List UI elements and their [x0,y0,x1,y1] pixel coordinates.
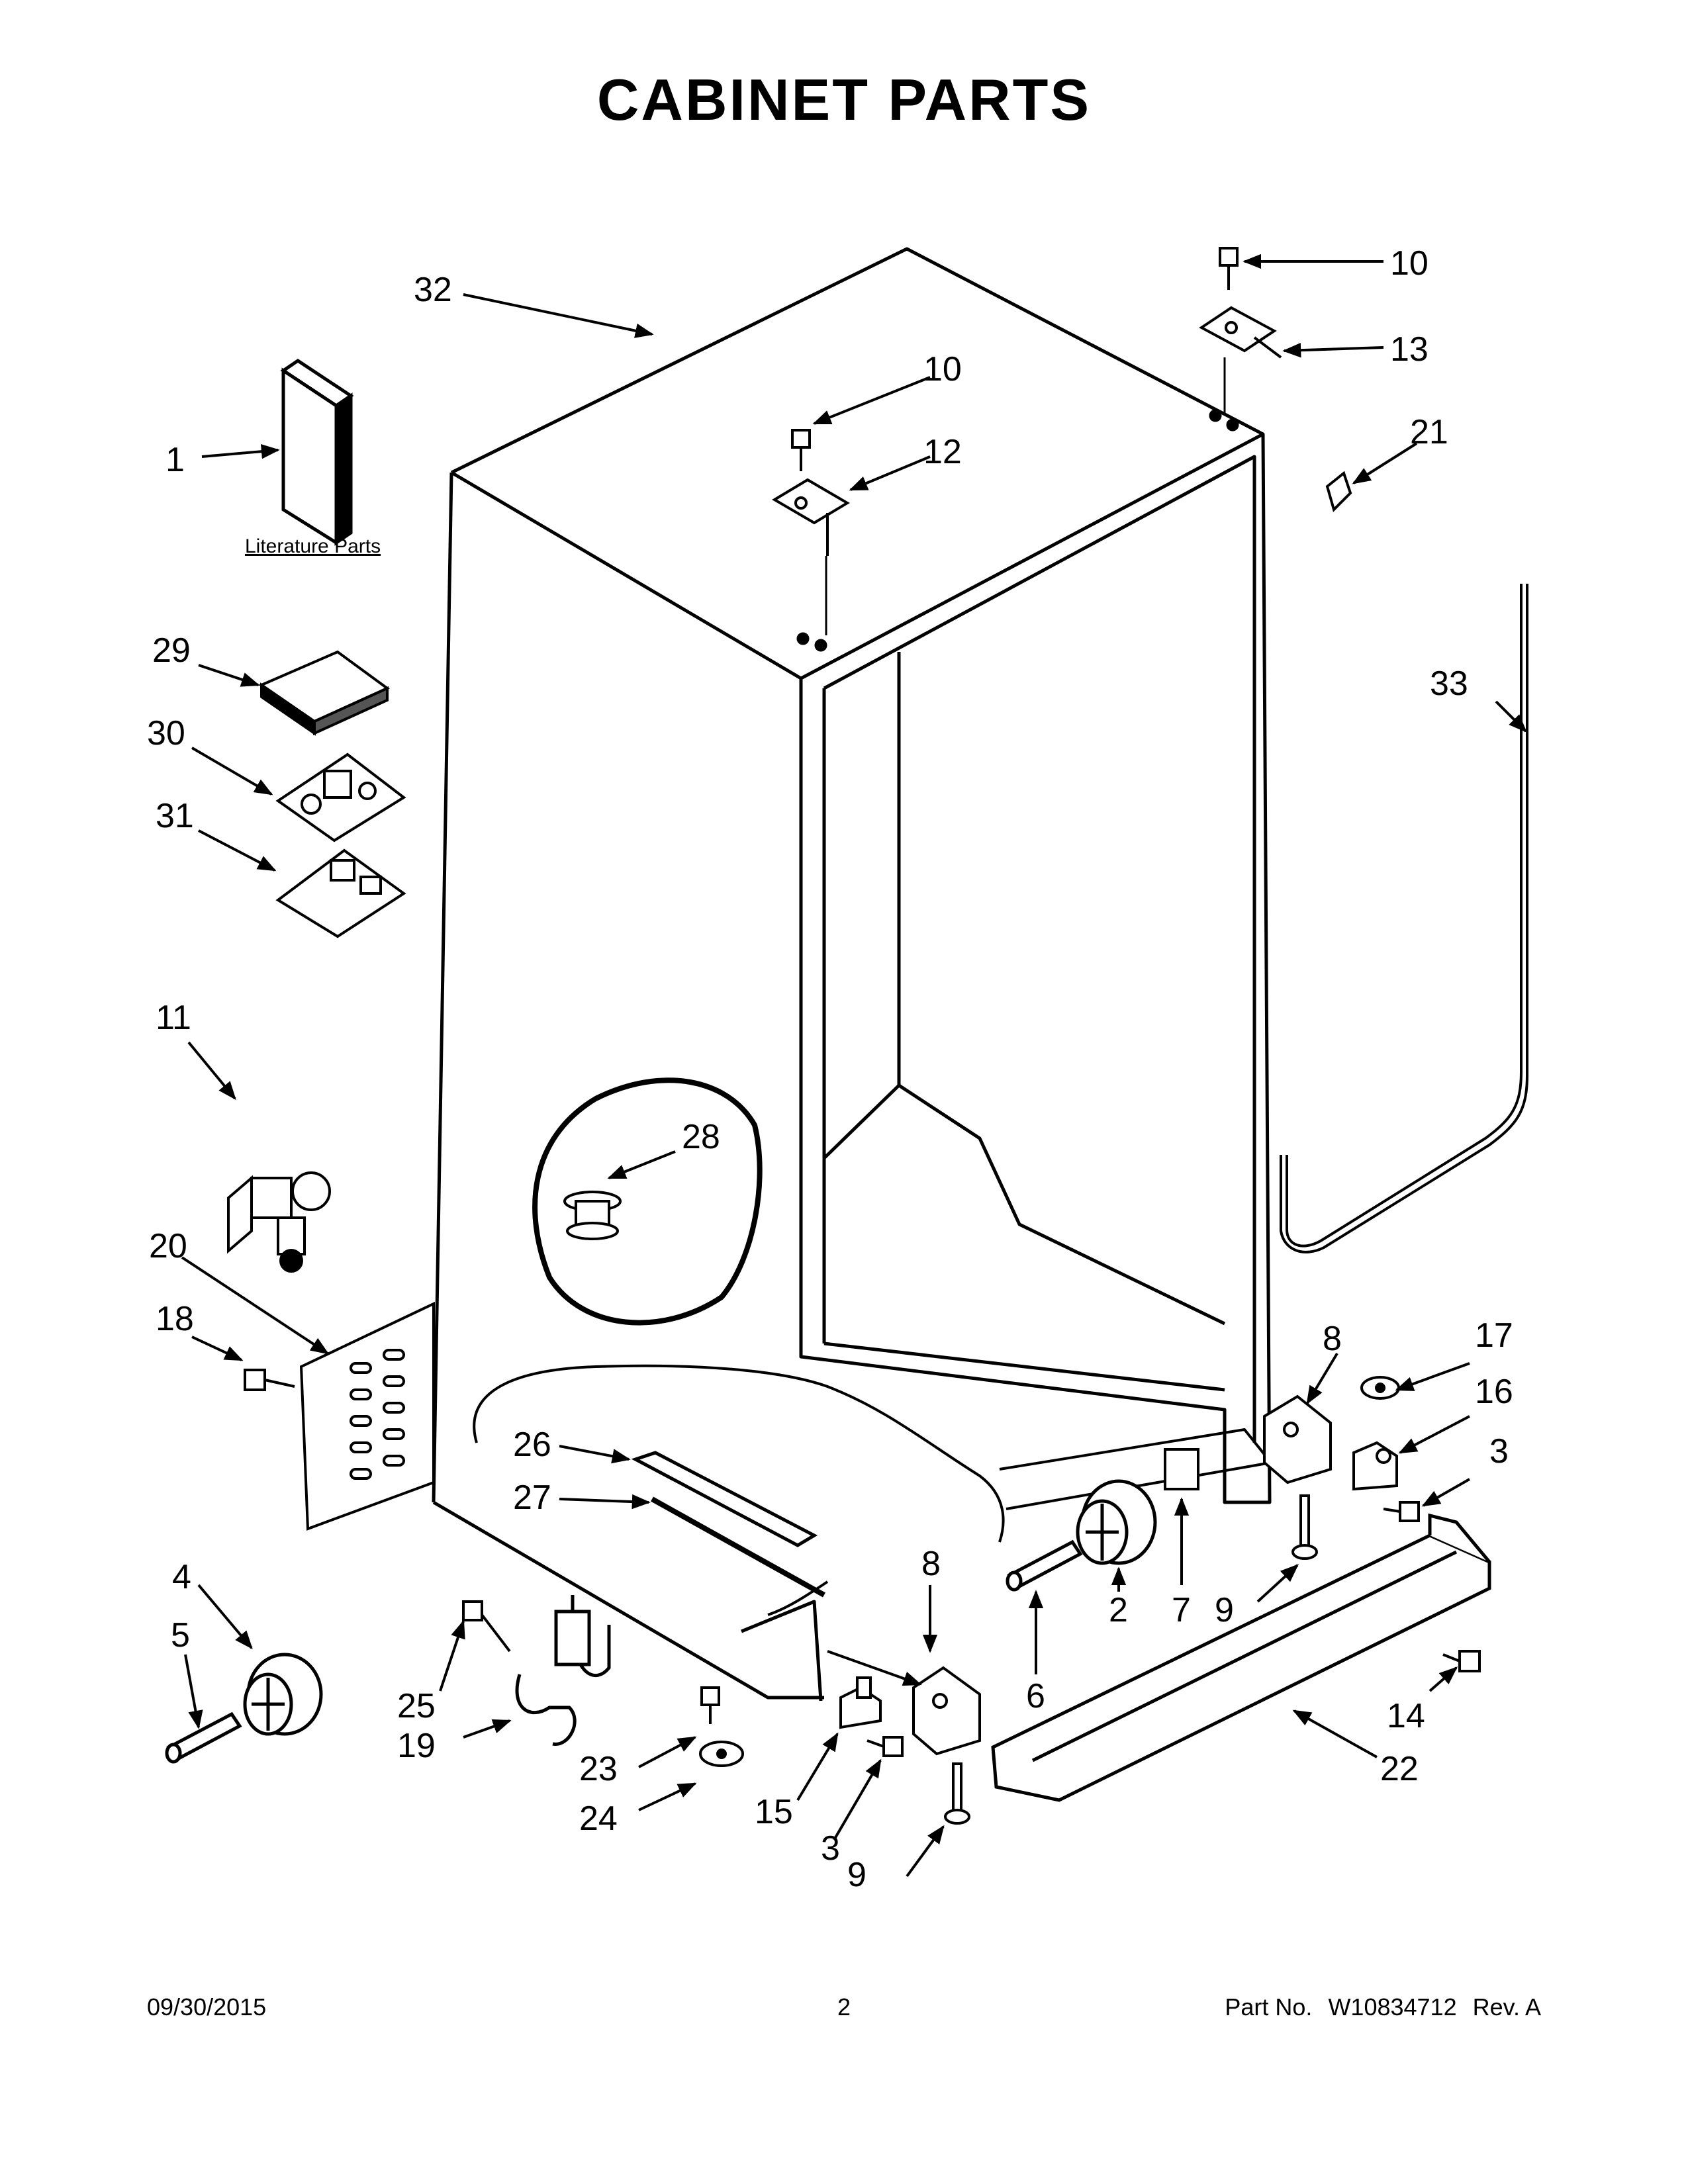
cabinet-body [432,247,1272,1702]
part-9-leveling-leg-right [1291,1494,1318,1560]
callout-24: 24 [579,1799,618,1838]
callout-7: 7 [1172,1591,1191,1629]
callout-2: 2 [1109,1591,1128,1629]
callout-8-right: 8 [1323,1320,1342,1358]
part-8-bracket-right [1263,1394,1332,1484]
part-10-screw-right [1219,247,1239,290]
part-31-board [275,848,406,938]
part-15-bracket [839,1676,882,1729]
part-2-wheel [1076,1479,1157,1565]
callout-6: 6 [1026,1677,1045,1715]
part-8-bracket-left [912,1666,981,1756]
callout-32: 32 [414,271,452,309]
callout-3-left: 3 [821,1829,840,1868]
footer-part-number: W10834712 [1328,1993,1457,2021]
callout-9-right: 9 [1215,1591,1234,1629]
callout-18: 18 [156,1300,194,1338]
part-29-cover [258,650,390,736]
callout-15: 15 [755,1793,793,1831]
footer-revision: Rev. A [1472,1993,1541,2021]
callout-3-right: 3 [1489,1432,1509,1471]
callout-31: 31 [156,797,194,835]
literature-parts-label: Literature Parts [245,535,381,557]
callout-4: 4 [172,1558,191,1596]
part-18-screw [244,1369,295,1391]
part-20-access-panel [299,1301,435,1531]
part-14-screw [1442,1650,1481,1672]
part-21-clip [1325,471,1352,512]
callout-20: 20 [149,1227,187,1265]
callout-8-left: 8 [921,1545,941,1583]
literature-part-1 [280,358,354,546]
part-33-heater-loop [1280,584,1528,1253]
part-24-cam [699,1741,744,1767]
callout-33: 33 [1430,664,1468,703]
callout-labels: 32 1 Literature Parts 10 13 10 12 21 33 … [147,244,1513,1894]
callout-9-left: 9 [847,1856,867,1894]
callout-12: 12 [923,433,962,471]
part-28-grommet [563,1191,622,1240]
footer-date: 09/30/2015 [147,1993,267,2021]
page-title: CABINET PARTS [596,67,1092,132]
part-6-axle [1006,1539,1083,1592]
callout-17: 17 [1475,1316,1513,1355]
callout-16: 16 [1475,1373,1513,1411]
callout-27: 27 [513,1479,551,1517]
part-3-screw-left [867,1736,904,1757]
hinge-dowel-marks [796,357,1239,652]
part-23-screw [700,1686,720,1724]
part-27-tube [651,1496,825,1598]
part-26-tube [631,1451,818,1547]
cutaway-upper [532,1077,763,1326]
part-5-axle [165,1711,242,1764]
footer-page-number: 2 [837,1993,851,2021]
callout-30: 30 [147,714,185,752]
callout-26: 26 [513,1426,551,1464]
leader-arrows [181,253,1527,1878]
callout-22: 22 [1380,1750,1419,1788]
part-11-water-valve [227,1171,331,1273]
footer-part-info: Part No. W10834712 Rev. A [1215,1993,1541,2021]
part-16-bracket [1352,1441,1398,1491]
callout-14: 14 [1387,1697,1425,1735]
part-3-screw-right [1383,1501,1420,1522]
part-13-hinge [1199,306,1282,359]
part-17-cam [1360,1376,1400,1400]
callout-28: 28 [682,1118,720,1156]
callout-29: 29 [152,631,191,670]
callout-19: 19 [397,1727,436,1765]
part-7-spacer [1164,1448,1199,1490]
footer-part-label: Part No. [1225,1993,1313,2021]
part-4-wheel [243,1653,323,1736]
part-9-leveling-leg-left [944,1762,970,1825]
part-22-toe-grille [991,1513,1491,1802]
callout-11: 11 [156,999,191,1037]
callout-23: 23 [579,1750,618,1788]
cutaway-lower [473,1364,1005,1616]
part-25-screw [462,1600,511,1653]
part-10-screw-left [791,429,811,471]
callout-10-top-right: 10 [1390,244,1429,283]
part-19-drain-hose [515,1595,611,1746]
callout-10-top-center: 10 [923,350,962,388]
callout-21: 21 [1410,413,1448,451]
part-12-hinge [772,478,850,556]
callout-5: 5 [171,1616,190,1655]
part-30-board [275,752,406,842]
callout-13: 13 [1390,330,1429,369]
callout-1: 1 [165,441,185,479]
callout-25: 25 [397,1687,436,1725]
